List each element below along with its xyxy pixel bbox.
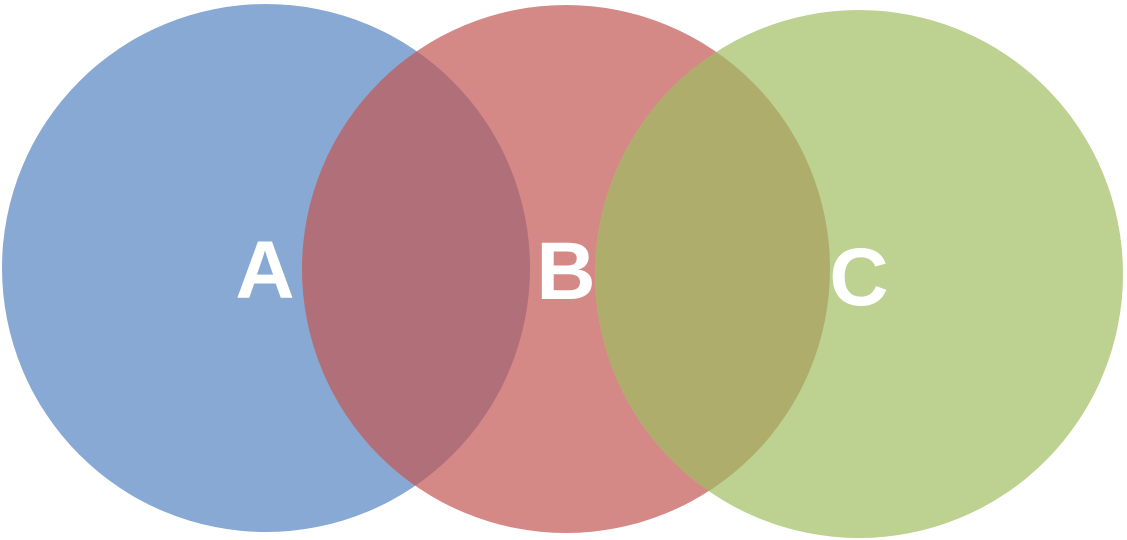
overlap-a-b: [302, 5, 530, 532]
set-b-label: B: [536, 226, 595, 317]
set-c-label: C: [829, 232, 888, 323]
set-a-label: A: [235, 225, 294, 316]
overlap-b-c: [595, 10, 830, 533]
